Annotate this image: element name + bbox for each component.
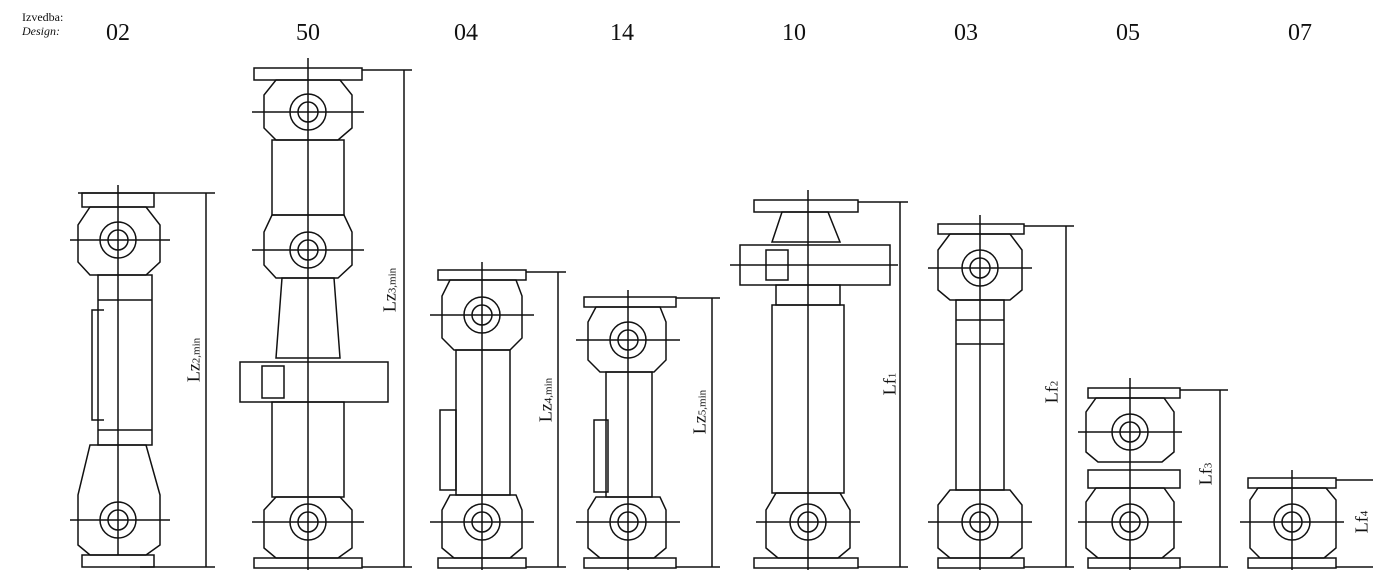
design-number-14: 14 — [610, 20, 634, 46]
design-number-10: 10 — [782, 20, 806, 46]
design-03-shaft — [928, 215, 1074, 570]
header-label-design: Design: — [22, 24, 60, 38]
drawing-geometry — [70, 58, 1373, 570]
design-07-shaft — [1240, 470, 1373, 570]
design-14-shaft — [576, 290, 720, 570]
design-02-shaft — [70, 185, 215, 568]
header-label-izvedba: Izvedba: — [22, 10, 64, 24]
design-50-shaft — [239, 58, 412, 570]
design-number-04: 04 — [454, 20, 478, 46]
design-number-02: 02 — [106, 20, 130, 46]
design-header-label: Izvedba: Design: — [22, 10, 63, 38]
design-number-07: 07 — [1288, 20, 1312, 46]
design-number-03: 03 — [954, 20, 978, 46]
design-10-shaft — [730, 190, 908, 570]
design-number-05: 05 — [1116, 20, 1140, 46]
design-number-50: 50 — [296, 20, 320, 46]
design-05-shaft — [1078, 378, 1228, 570]
design-04-shaft — [430, 262, 566, 570]
